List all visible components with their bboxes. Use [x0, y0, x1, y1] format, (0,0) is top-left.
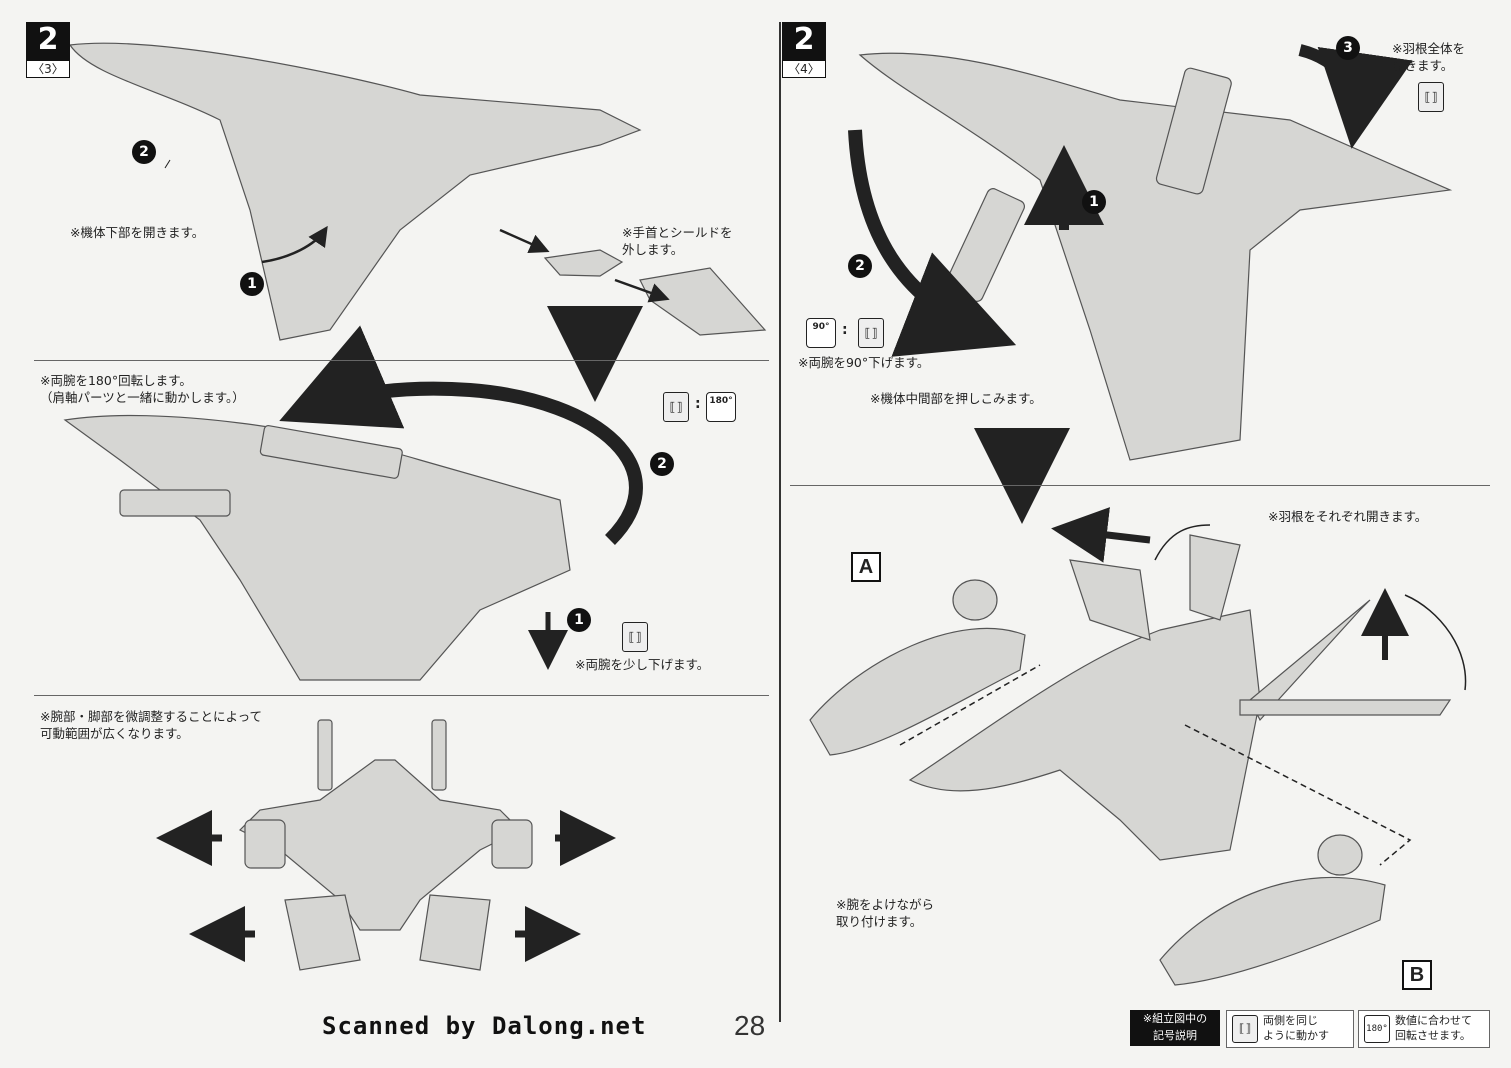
wing-lower-right — [1239, 699, 1452, 716]
legend-title: ※組立図中の 記号説明 — [1130, 1010, 1220, 1046]
step-marker-1: 1 — [567, 608, 591, 632]
step-number: 2 — [26, 22, 70, 60]
arrow-arms-down-90 — [848, 129, 1017, 357]
both-sides-icon: ⟦⟧ — [858, 318, 884, 348]
step-marker-2: 2 — [650, 452, 674, 476]
right-wheel-block — [491, 819, 533, 869]
note-open-all-wings: ※羽根全体を 開きます。 — [1392, 41, 1465, 73]
note-remove-hands-shield: ※手首とシールドを 外します。 — [622, 225, 733, 257]
arrow-remove-hand — [499, 228, 550, 254]
arrow-open-lower — [261, 225, 328, 264]
note-open-lower-body: ※機体下部を開きます。 — [70, 225, 205, 240]
step-marker-1: 1 — [1082, 190, 1106, 214]
section-divider-left-1 — [34, 360, 769, 361]
colon-separator: : — [695, 396, 701, 412]
both-sides-icon: ⟦⟧ — [622, 622, 648, 652]
part-label-a: A — [851, 552, 881, 582]
note-push-middle: ※機体中間部を押しこみます。 — [870, 391, 1042, 406]
both-sides-icon: ⟦⟧ — [1232, 1015, 1258, 1043]
legend-item-both-sides: ⟦⟧ 両側を同じ ように動かす — [1226, 1010, 1354, 1048]
arrow-open-wings — [1298, 44, 1413, 149]
tail-fin-right — [1189, 534, 1241, 621]
arrow-remove-shield — [614, 278, 670, 303]
step-marker-2: 2 — [848, 254, 872, 278]
guide-line-a — [899, 664, 1041, 746]
rotate-icon: 90° — [806, 318, 836, 348]
step-marker-1: 1 — [240, 272, 264, 296]
symbol-legend: ※組立図中の 記号説明 ⟦⟧ 両側を同じ ように動かす 180° 数値に合わせて… — [1130, 1008, 1490, 1048]
left-arm-down — [945, 188, 1025, 302]
rotate-icon: 180° — [706, 392, 736, 422]
legend-text: 数値に合わせて 回転させます。 — [1395, 1014, 1472, 1042]
both-sides-icon: ⟦⟧ — [663, 392, 689, 422]
fighter-front-view — [238, 759, 522, 931]
fighter-body-top-right — [858, 52, 1453, 461]
booster-part-b — [1159, 876, 1386, 986]
left-leg-block — [284, 894, 361, 971]
section-divider-right-1 — [790, 485, 1490, 486]
legend-item-rotate: 180° 数値に合わせて 回転させます。 — [1358, 1010, 1490, 1048]
tail-fin-left — [1069, 559, 1151, 641]
arrow-open-tail — [1051, 507, 1151, 563]
step-badge-right: 2 〈4〉 — [782, 22, 826, 78]
step-number: 2 — [782, 22, 826, 60]
step-sub: 〈4〉 — [782, 60, 826, 78]
arm-upper — [259, 425, 403, 479]
fighter-body-bottom-right — [908, 609, 1261, 861]
rotate-icon: 180° — [1364, 1015, 1390, 1043]
right-arm-raised — [1155, 67, 1232, 195]
right-leg-block — [419, 894, 491, 971]
note-arms-down-90: ※両腕を90°下げます。 — [798, 355, 930, 370]
section-divider-left-2 — [34, 695, 769, 696]
note-rotate-arms: ※両腕を180°回転します。 （肩軸パーツと一緒に動かします。） — [40, 373, 245, 405]
step-marker-3: 3 — [1336, 36, 1360, 60]
panel-divider — [779, 22, 781, 1022]
step-marker-2: 2 — [132, 140, 156, 164]
arm-lower — [119, 489, 231, 517]
page-number: 28 — [734, 1010, 766, 1041]
booster-part-a — [809, 627, 1026, 756]
left-wheel-block — [244, 819, 286, 869]
guide-line-b — [1184, 724, 1412, 866]
legend-text: 両側を同じ ように動かす — [1263, 1014, 1329, 1042]
note-lower-arms: ※両腕を少し下げます。 — [575, 657, 710, 672]
step-sub: 〈3〉 — [26, 60, 70, 78]
scan-credit: Scanned by Dalong.net — [322, 1012, 647, 1040]
note-attach-avoiding-arms: ※腕をよけながら 取り付けます。 — [836, 897, 934, 929]
step-badge-left: 2 〈3〉 — [26, 22, 70, 78]
colon-separator: : — [842, 322, 848, 338]
hand-part — [543, 249, 624, 277]
shield-part — [639, 267, 767, 336]
both-sides-icon: ⟦⟧ — [1418, 82, 1444, 112]
fighter-body-top-left — [68, 42, 642, 341]
note-open-each-wing: ※羽根をそれぞれ開きます。 — [1268, 509, 1428, 524]
part-label-b: B — [1402, 960, 1432, 990]
note-adjust-range: ※腕部・脚部を微調整することによって 可動範囲が広くなります。 — [40, 709, 262, 741]
arrow-rotate-180 — [279, 325, 643, 545]
